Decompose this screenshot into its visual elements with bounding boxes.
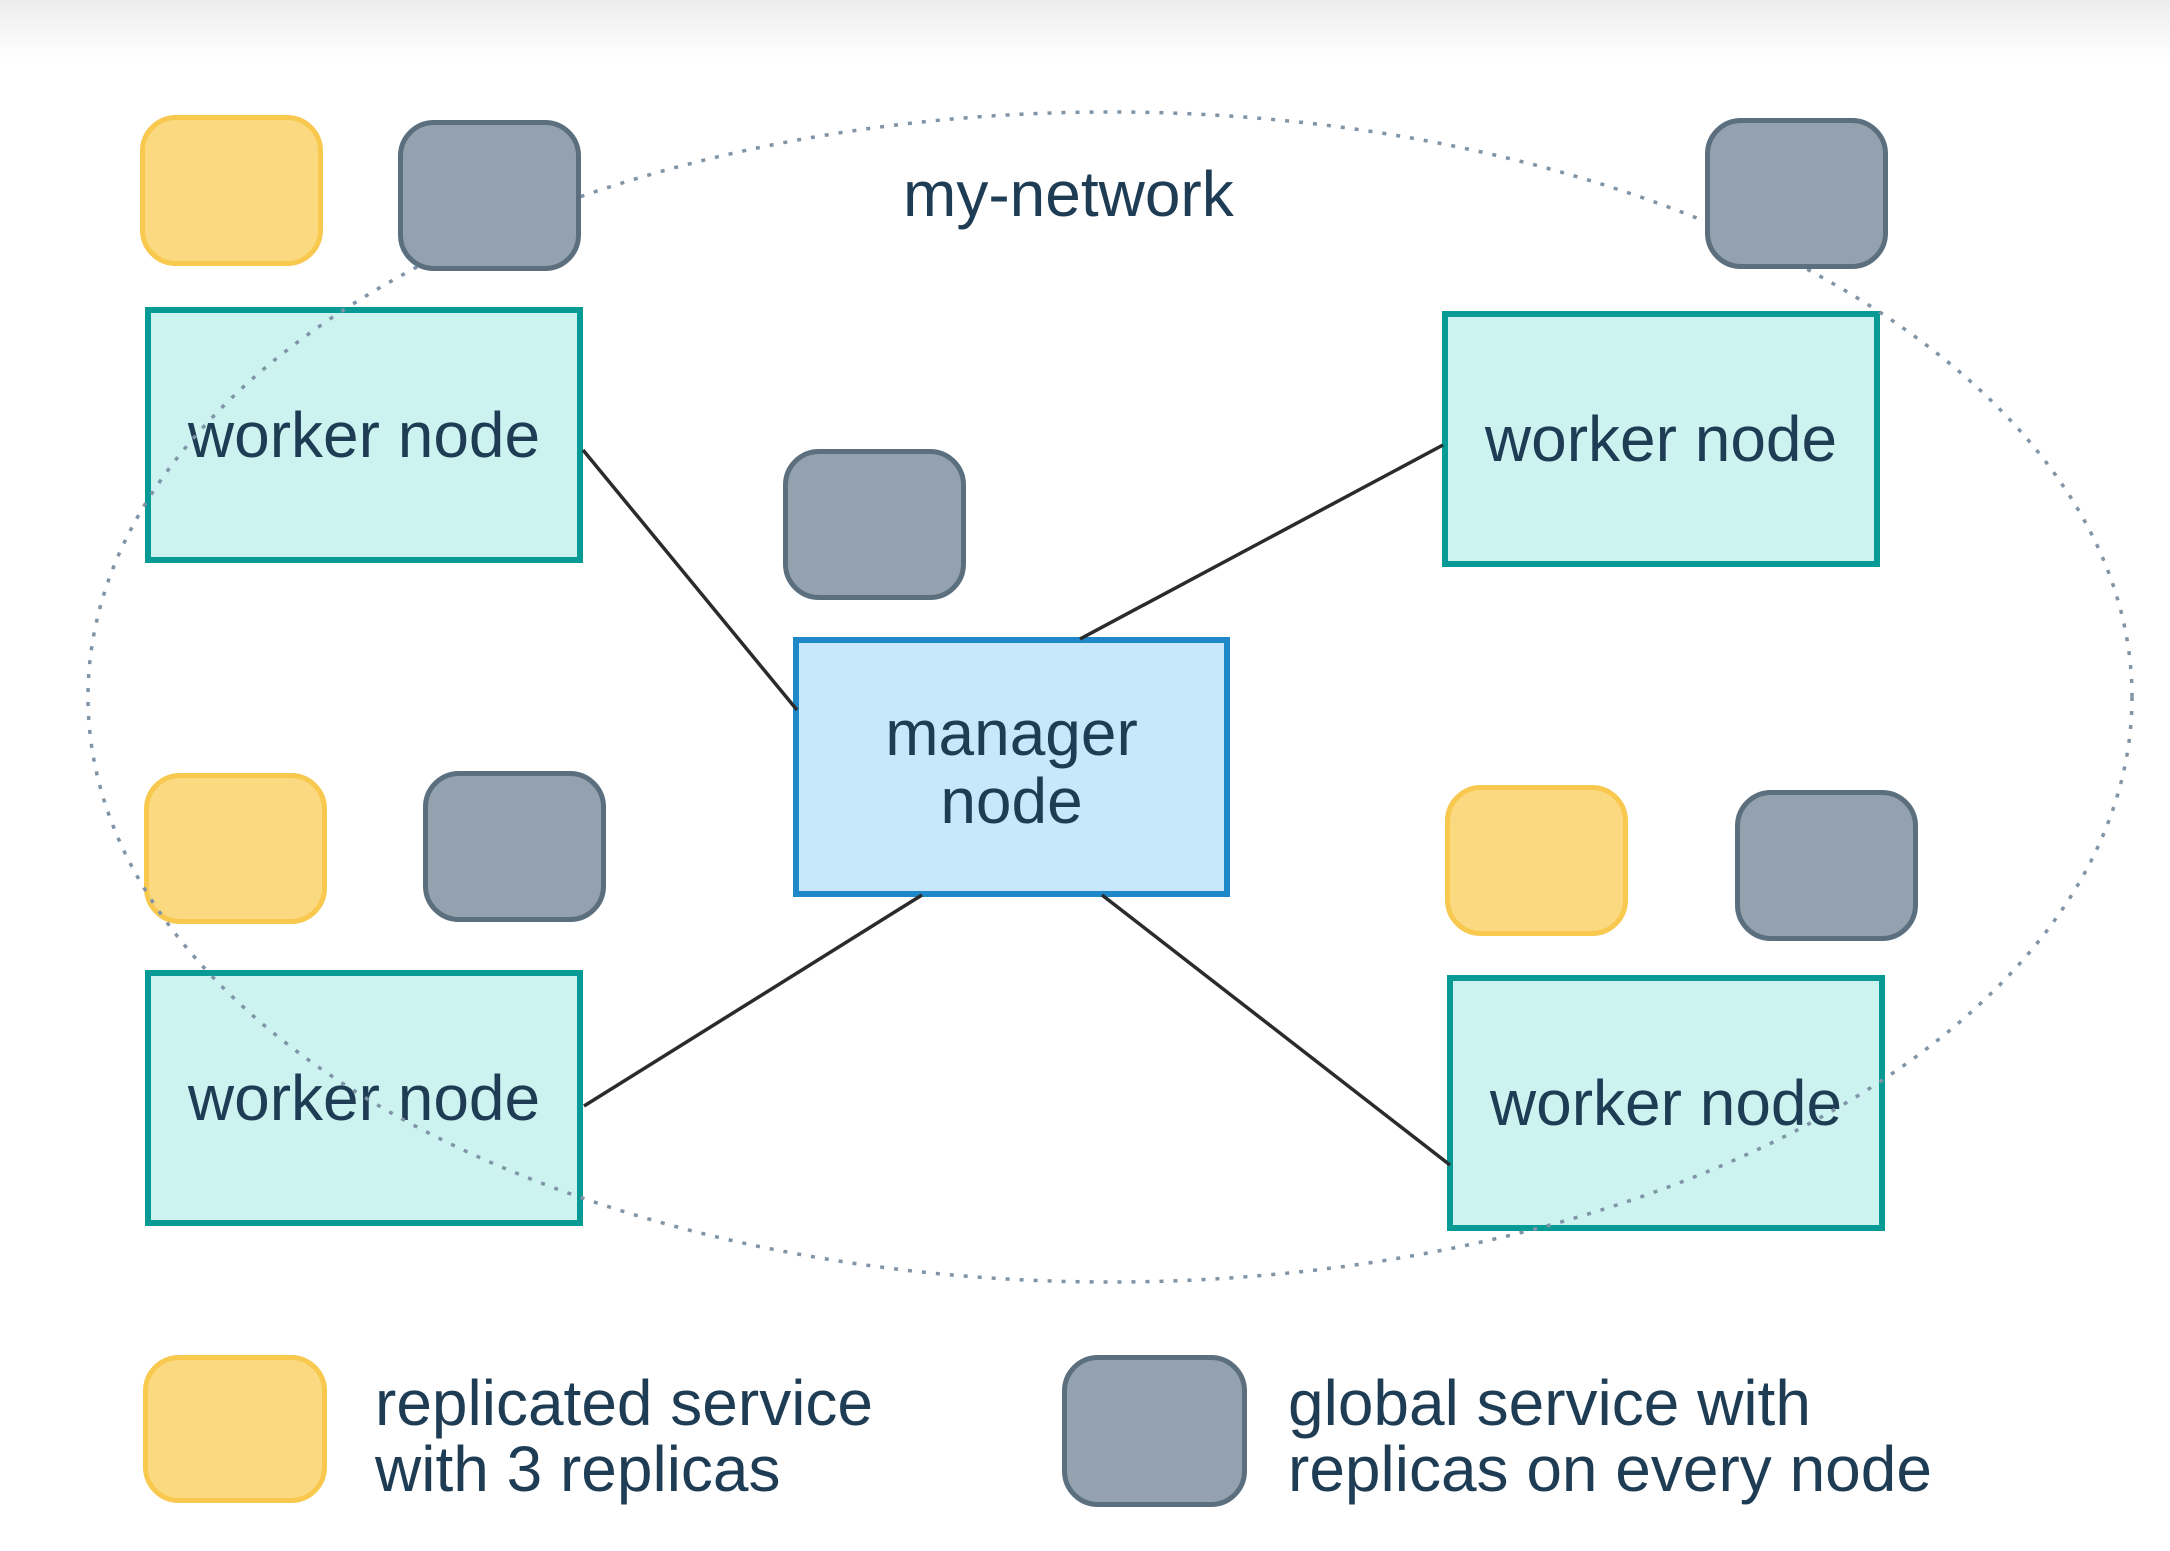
- worker-node-label: worker node: [187, 399, 541, 471]
- network-name-label: my-network: [903, 158, 1234, 230]
- connection-line-manager-worker-top-left: [581, 448, 799, 712]
- connection-line-manager-worker-top-right: [1079, 443, 1444, 641]
- worker-node-box-bottom-right: worker node: [1447, 975, 1885, 1231]
- replicated-service-icon: [1445, 785, 1628, 936]
- replicated-service-icon: [144, 773, 327, 924]
- global-service-icon: [1705, 118, 1888, 269]
- worker-node-box-top-right: worker node: [1442, 311, 1880, 567]
- connection-line-manager-worker-bottom-left: [583, 893, 923, 1108]
- legend-global-service-label: global service with replicas on every no…: [1288, 1370, 1932, 1502]
- top-gradient-shade: [0, 0, 2170, 62]
- worker-node-box-top-left: worker node: [145, 307, 583, 563]
- worker-node-label: worker node: [1489, 1067, 1843, 1139]
- worker-node-label: worker node: [187, 1062, 541, 1134]
- legend-replicated-line2: with 3 replicas: [375, 1433, 781, 1505]
- replicated-service-icon: [140, 115, 323, 266]
- manager-node-label-line2: node: [940, 765, 1083, 837]
- legend-replicated-line1: replicated service: [375, 1367, 873, 1439]
- manager-node-label-line1: manager: [885, 697, 1138, 769]
- manager-node-box: manager node: [793, 637, 1230, 897]
- worker-node-label: worker node: [1484, 403, 1838, 475]
- legend-global-line2: replicas on every node: [1288, 1433, 1932, 1505]
- legend-replicated-service-label: replicated service with 3 replicas: [375, 1370, 873, 1502]
- legend-replicated-service-swatch: [143, 1355, 327, 1503]
- global-service-icon: [423, 771, 606, 922]
- global-service-icon: [398, 120, 581, 271]
- worker-node-box-bottom-left: worker node: [145, 970, 583, 1226]
- global-service-icon: [783, 449, 966, 600]
- legend-global-line1: global service with: [1288, 1367, 1811, 1439]
- global-service-icon: [1735, 790, 1918, 941]
- connection-line-manager-worker-bottom-right: [1100, 893, 1452, 1167]
- legend-global-service-swatch: [1062, 1355, 1247, 1507]
